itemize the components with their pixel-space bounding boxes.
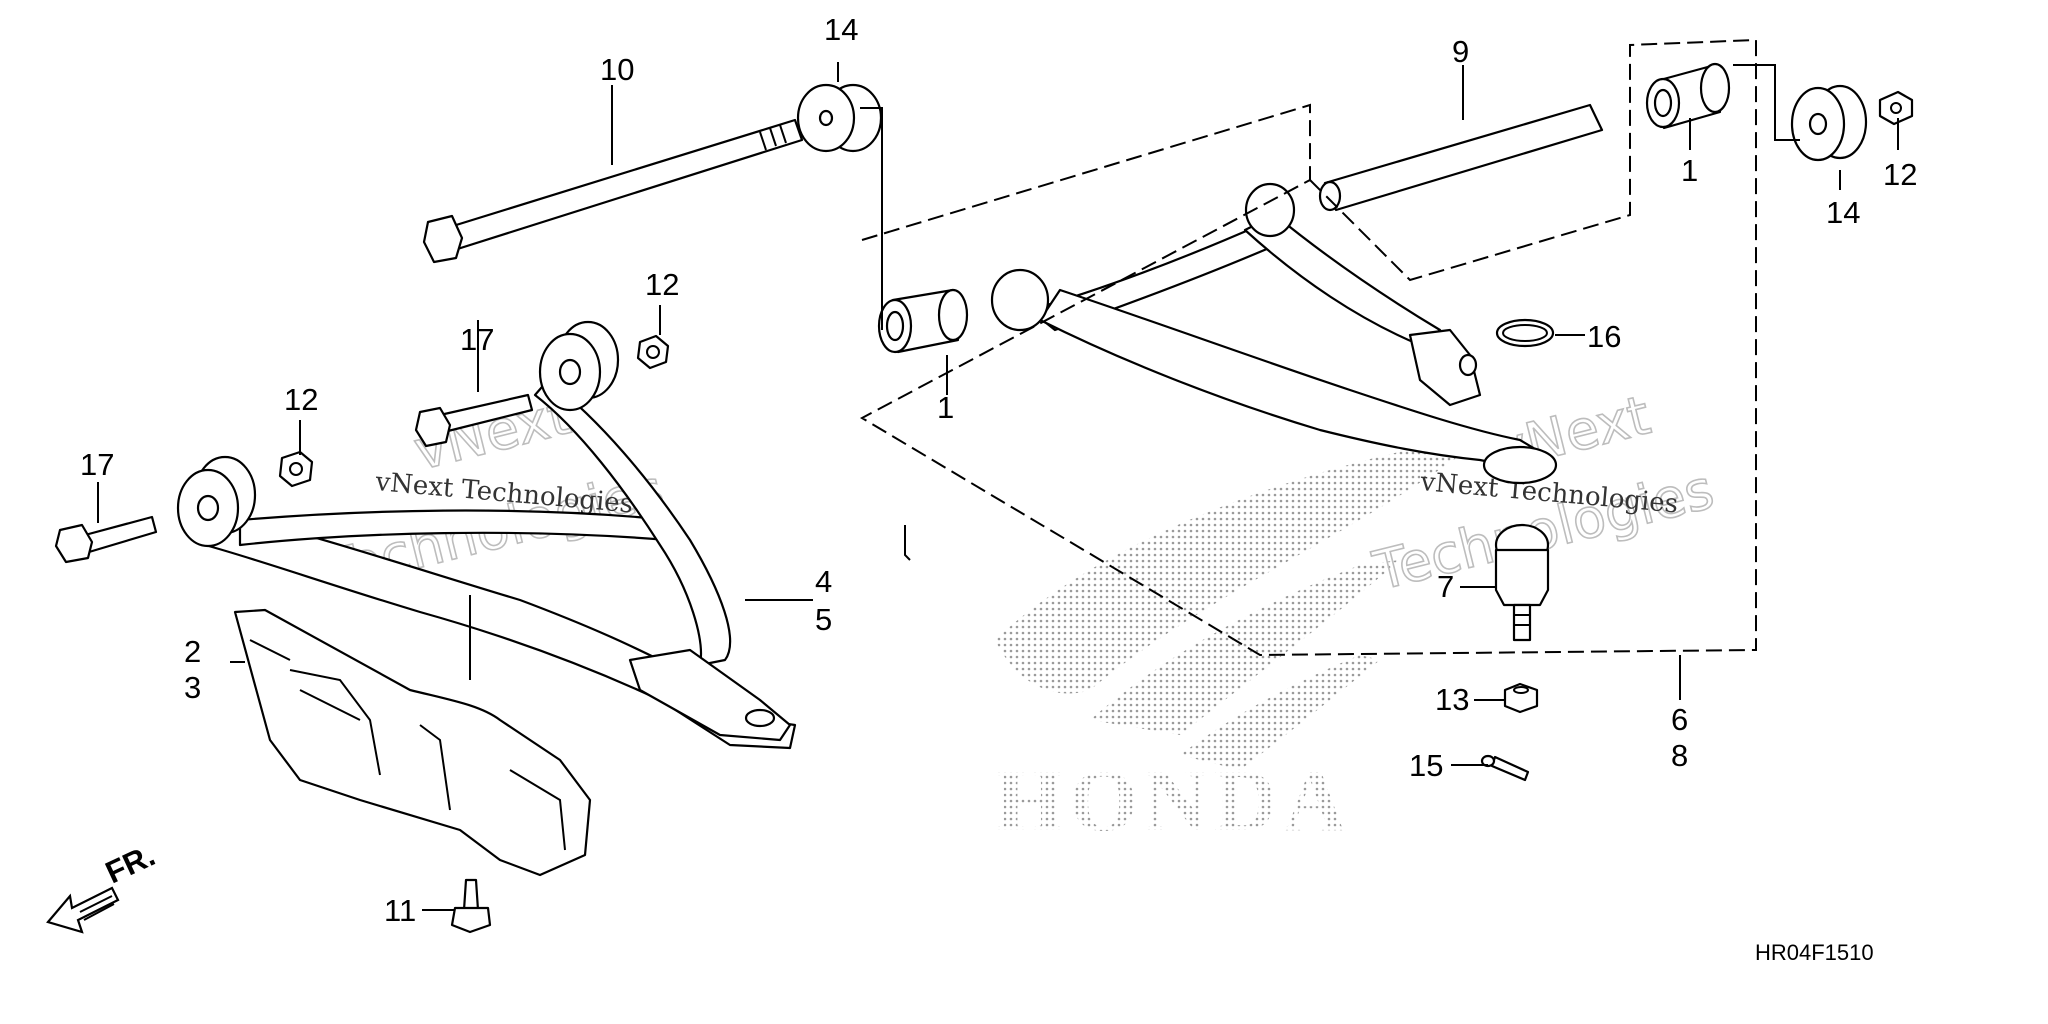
ball-joint-7 [1494, 523, 1550, 642]
cotter-pin-15 [1480, 754, 1530, 782]
collar-14-left [796, 83, 883, 153]
callout-12-right: 12 [1883, 157, 1917, 192]
bolt-11 [450, 878, 492, 934]
circlip-16 [1495, 318, 1555, 348]
leader-lines [97, 62, 1899, 911]
callout-1-left: 1 [937, 390, 954, 425]
callout-13: 13 [1435, 682, 1469, 717]
bolt-10 [422, 118, 804, 264]
callout-17-lower: 17 [80, 447, 114, 482]
callout-6: 6 [1671, 702, 1688, 737]
callout-7: 7 [1437, 569, 1454, 604]
callout-17-upper: 17 [460, 322, 494, 357]
skid-plate-2-3 [233, 608, 592, 877]
assembly-outline-right [859, 38, 1757, 657]
collar-14-right [1790, 84, 1868, 162]
callout-11: 11 [384, 893, 416, 928]
callout-12-upper-left: 12 [645, 267, 679, 302]
front-direction-arrow-icon: FR. [46, 838, 160, 934]
front-direction-label: FR. [100, 838, 160, 891]
castle-nut-13 [1503, 682, 1539, 714]
lower-arm-4-5 [176, 320, 797, 750]
callout-14-left: 14 [824, 12, 858, 47]
honda-wing-logo: HONDA [995, 440, 1480, 850]
callout-4: 4 [815, 564, 832, 599]
collar-1-right [1645, 62, 1731, 130]
callout-14-right: 14 [1826, 195, 1860, 230]
callout-9: 9 [1452, 34, 1469, 69]
callout-1-right: 1 [1681, 153, 1698, 188]
callout-16: 16 [1587, 319, 1621, 354]
bolt-17-lower [54, 515, 158, 564]
nut-12-left-lower [278, 450, 314, 488]
nut-12-left-upper [636, 334, 670, 370]
callout-3: 3 [184, 670, 201, 705]
callout-10: 10 [600, 52, 634, 87]
diagram-code: HR04F1510 [1755, 940, 1874, 965]
callout-12-lower-left: 12 [284, 382, 318, 417]
collar-1-left [877, 288, 969, 354]
callout-5: 5 [815, 602, 832, 637]
pipe-9 [1318, 103, 1604, 212]
upper-arm-6-8 [990, 182, 1558, 485]
callout-15: 15 [1409, 748, 1443, 783]
bolt-17-upper [414, 393, 534, 448]
callout-8: 8 [1671, 738, 1688, 773]
callout-2: 2 [184, 634, 201, 669]
nut-12-right [1878, 90, 1914, 126]
honda-logo-text: HONDA [995, 753, 1353, 850]
